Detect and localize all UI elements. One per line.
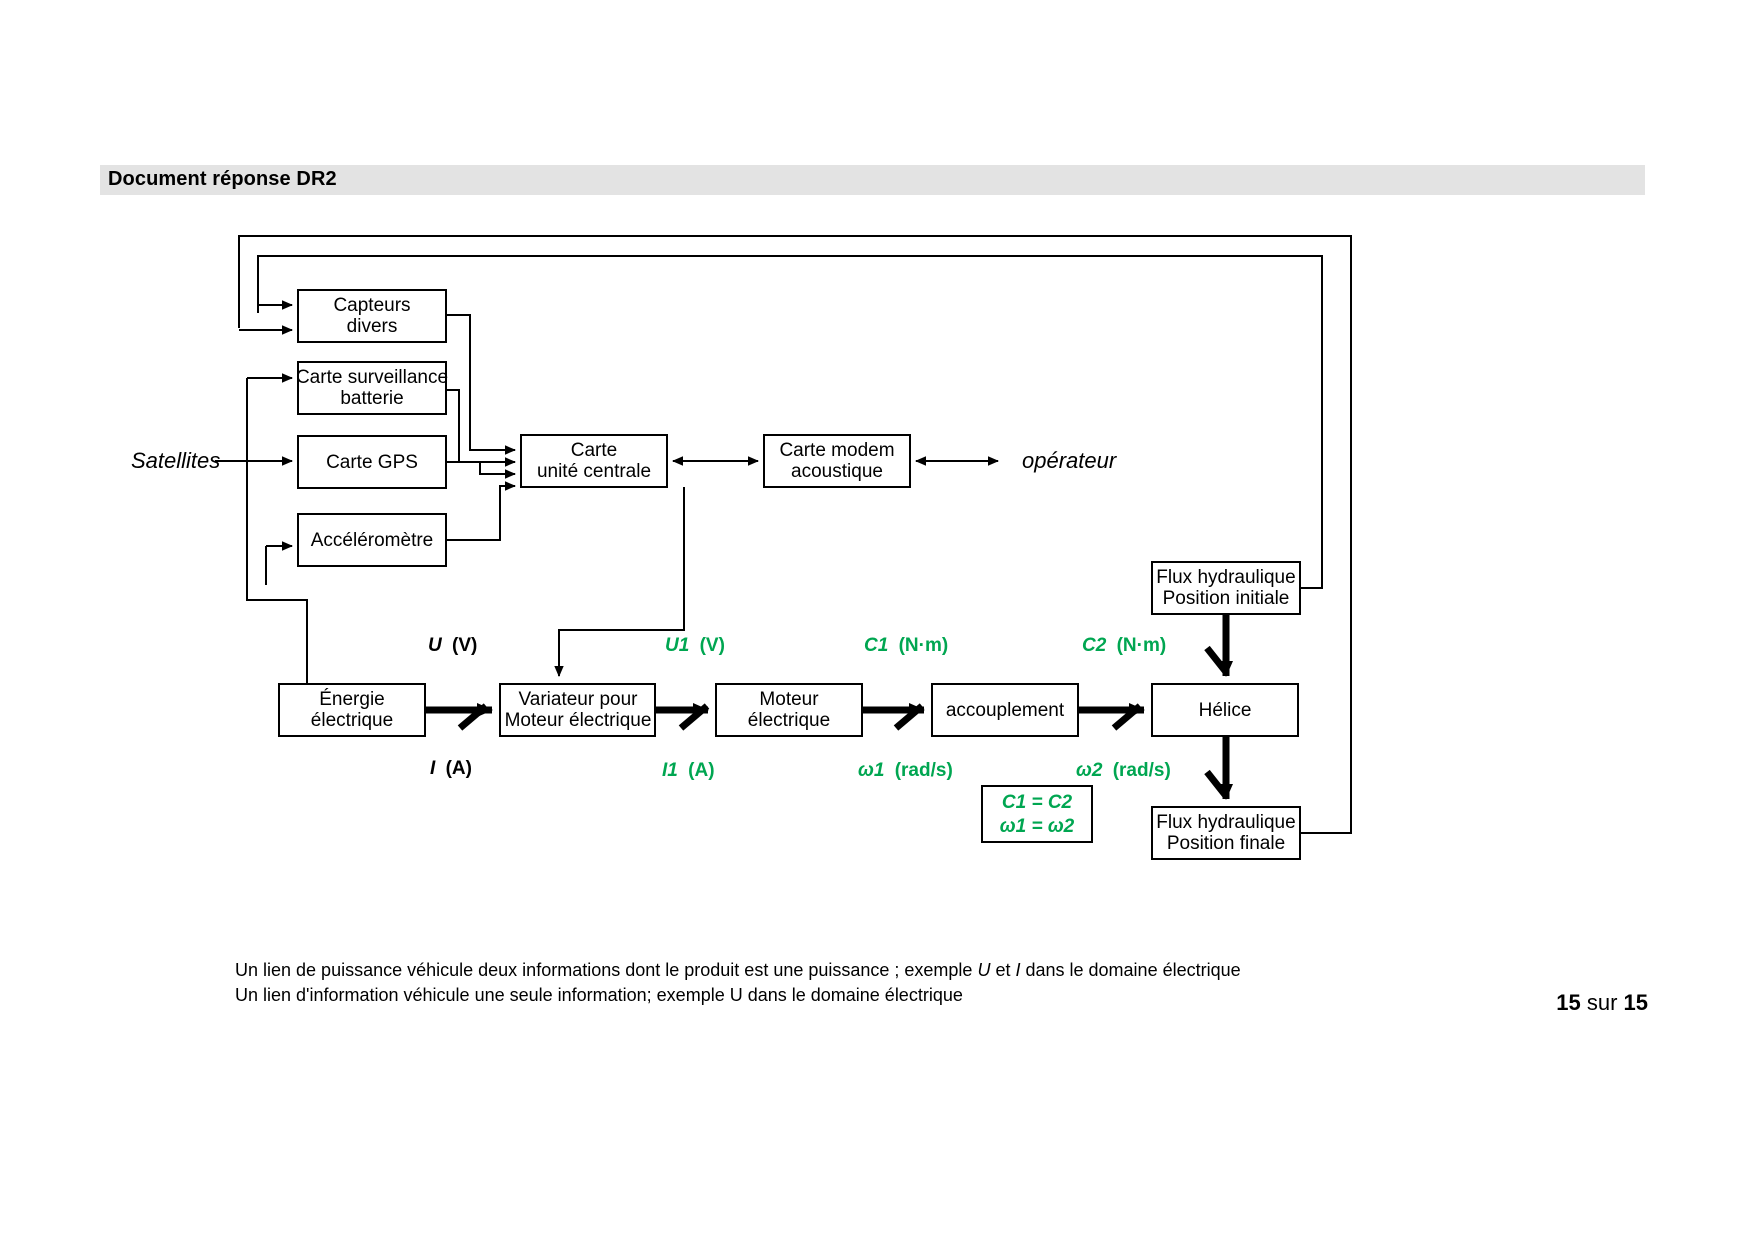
flow-label-u1: U1 (V) <box>665 635 725 656</box>
block-label-line2: batterie <box>340 388 403 409</box>
equation-line2: ω1 = ω2 <box>1000 816 1075 837</box>
block-label-line2: unité centrale <box>537 461 651 482</box>
block-energie-electrique: Énergie électrique <box>278 683 426 737</box>
flow-label-c1-var: C1 <box>864 635 888 656</box>
footnote-1-part2: et <box>990 960 1016 980</box>
block-flux-hydraulique-initiale: Flux hydraulique Position initiale <box>1151 561 1301 615</box>
flow-label-omega2: ω2 (rad/s) <box>1076 760 1171 781</box>
footnote-1-symbol-i: I <box>1015 960 1021 980</box>
flow-label-u1-unit: (V) <box>700 635 725 656</box>
page-title: Document réponse DR2 <box>108 168 337 190</box>
flow-label-i1-var: I1 <box>662 760 678 781</box>
footnote-line-1: Un lien de puissance véhicule deux infor… <box>235 958 1241 983</box>
feedback-loop-inner <box>246 378 308 686</box>
label-operateur: opérateur <box>1022 448 1118 473</box>
footer-separator: sur <box>1580 990 1624 1015</box>
block-label-line2: électrique <box>748 710 830 731</box>
flow-label-omega1-var: ω1 <box>858 760 884 781</box>
footnote-1-symbol-u: U <box>977 960 991 980</box>
block-label-line1: Flux hydraulique <box>1156 812 1295 833</box>
block-label-line1: accouplement <box>946 700 1065 721</box>
block-label-line1: Variateur pour <box>519 689 639 710</box>
flow-label-omega1: ω1 (rad/s) <box>858 760 953 781</box>
flow-label-i1-unit: (A) <box>688 760 714 781</box>
footnote-1-part1: Un lien de puissance véhicule deux infor… <box>235 960 978 980</box>
flow-label-omega2-var: ω2 <box>1076 760 1103 781</box>
block-label-line1: Hélice <box>1199 700 1252 721</box>
block-label-line1: Énergie <box>319 689 385 710</box>
flow-label-c2: C2 (N·m) <box>1082 635 1166 656</box>
block-label-line2: Moteur électrique <box>505 710 652 731</box>
footnotes: Un lien de puissance véhicule deux infor… <box>235 958 1241 1008</box>
flow-label-c2-unit: (N·m) <box>1117 635 1167 656</box>
block-label-line2: électrique <box>311 710 393 731</box>
block-label-line1: Carte surveillance <box>296 367 448 388</box>
info-input-arrows <box>215 300 293 551</box>
block-accouplement: accouplement <box>931 683 1079 737</box>
flow-label-i: I (A) <box>430 758 472 779</box>
flow-label-i-var: I <box>430 758 436 779</box>
block-label-line2: acoustique <box>791 461 883 482</box>
block-accelerometre: Accéléromètre <box>297 513 447 567</box>
block-capteurs-divers: Capteurs divers <box>297 289 447 343</box>
flow-label-omega2-unit: (rad/s) <box>1113 760 1171 781</box>
power-links <box>425 703 1145 731</box>
block-moteur-electrique: Moteur électrique <box>715 683 863 737</box>
flow-label-c1: C1 (N·m) <box>864 635 948 656</box>
flow-label-u-unit: (V) <box>452 635 477 656</box>
block-label-line1: Carte <box>571 440 617 461</box>
block-carte-gps: Carte GPS <box>297 435 447 489</box>
flow-label-u-var: U <box>428 635 443 656</box>
hydraulic-links <box>1204 614 1233 800</box>
feedback-loop-outer <box>238 235 1352 834</box>
block-helice: Hélice <box>1151 683 1299 737</box>
title-band <box>100 165 1645 195</box>
flow-label-c1-unit: (N·m) <box>899 635 949 656</box>
label-satellites: Satellites <box>131 448 220 473</box>
block-carte-modem-acoustique: Carte modem acoustique <box>763 434 911 488</box>
block-carte-surveillance-batterie: Carte surveillance batterie <box>296 361 448 415</box>
block-carte-unite-centrale: Carte unité centrale <box>520 434 668 488</box>
flow-label-u: U (V) <box>428 635 477 656</box>
block-label-line1: Moteur <box>759 689 819 710</box>
block-label-line1: Flux hydraulique <box>1156 567 1295 588</box>
block-label-line2: Position initiale <box>1163 588 1290 609</box>
equation-line1: C1 = C2 <box>1002 792 1073 813</box>
footnote-1-part3: dans le domaine électrique <box>1020 960 1241 980</box>
block-label-line2: Position finale <box>1167 833 1285 854</box>
block-label-line1: Carte modem <box>779 440 894 461</box>
flow-label-i1: I1 (A) <box>662 760 715 781</box>
block-label-line1: Carte GPS <box>326 452 418 473</box>
block-variateur-moteur: Variateur pour Moteur électrique <box>499 683 656 737</box>
block-label-line1: Accéléromètre <box>311 530 434 551</box>
cpu-to-variateur-command <box>554 487 685 677</box>
flow-label-omega1-unit: (rad/s) <box>895 760 953 781</box>
page-footer: 15 sur 15 <box>1556 990 1648 1016</box>
flow-label-i-unit: (A) <box>446 758 472 779</box>
sensor-to-cpu-links <box>446 314 516 541</box>
block-label-line1: Capteurs <box>333 295 410 316</box>
block-flux-hydraulique-finale: Flux hydraulique Position finale <box>1151 806 1301 860</box>
footer-page-number: 15 <box>1556 990 1581 1015</box>
flow-label-c2-var: C2 <box>1082 635 1107 656</box>
block-label-line2: divers <box>347 316 398 337</box>
footer-total-pages: 15 <box>1623 990 1648 1015</box>
footnote-line-2: Un lien d'information véhicule une seule… <box>235 985 963 1005</box>
equation-box: C1 = C2 ω1 = ω2 <box>981 785 1093 843</box>
flow-label-u1-var: U1 <box>665 635 689 656</box>
